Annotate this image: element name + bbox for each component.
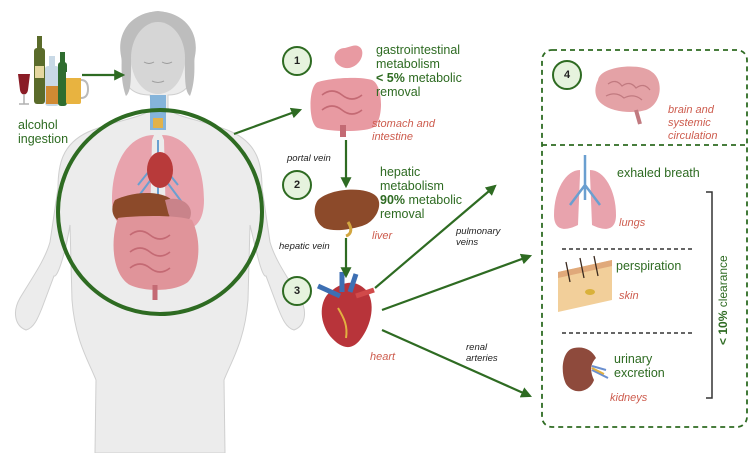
urinary-label-line2: excretion [614, 366, 665, 380]
step-4-badge: 4 [552, 60, 582, 90]
brain-icon [595, 66, 660, 125]
hepatic-vein-label: hepatic vein [279, 241, 330, 252]
brain-label-line1: brain and [668, 104, 714, 116]
step-1-percent: < 5% [376, 71, 405, 85]
lungs-icon [554, 155, 616, 229]
step-1-line2: metabolism [376, 57, 440, 71]
step-2-badge: 2 [282, 170, 312, 200]
alcohol-bottles-icon [18, 36, 90, 106]
step-2-removal: removal [380, 207, 425, 221]
brain-label-line3: circulation [668, 130, 718, 142]
heart-label: heart [370, 351, 396, 363]
clearance-percent: < 10% [716, 310, 730, 345]
urinary-label-line1: urinary [614, 352, 653, 366]
renal-arteries-label: renal arteries [466, 342, 498, 364]
lungs-label: lungs [619, 217, 646, 229]
clearance-text: clearance [716, 255, 730, 311]
skin-label: skin [619, 290, 639, 302]
step-2-percent: 90% [380, 193, 406, 207]
step-1-description: gastrointestinal metabolism < 5% metabol… [376, 43, 462, 99]
kidney-icon [562, 347, 609, 392]
liver-icon [314, 189, 380, 238]
step-1-line1: gastrointestinal [376, 43, 461, 57]
portal-vein-label: portal vein [287, 153, 331, 164]
perspiration-label: perspiration [616, 259, 682, 273]
pulmonary-label-line1: pulmonary [456, 226, 501, 237]
stomach-intestine-icon [310, 45, 381, 137]
heart-icon [316, 272, 375, 348]
stomach-label-line1: stomach and [372, 118, 435, 130]
step-2-line2: metabolism [380, 179, 444, 193]
renal-label-line1: renal [466, 342, 488, 353]
exhaled-breath-label: exhaled breath [617, 166, 700, 180]
step-2-metabolic: metabolic [405, 193, 463, 207]
pulmonary-label-line2: veins [456, 237, 479, 248]
step-1-badge: 1 [282, 46, 312, 76]
stomach-intestine-label: stomach and intestine [372, 118, 435, 144]
skin-icon [558, 255, 612, 312]
body-highlight-circle [56, 108, 264, 316]
step-1-metabolic: metabolic [404, 71, 462, 85]
step-3-badge: 3 [282, 276, 312, 306]
renal-label-line2: arteries [466, 353, 498, 364]
kidneys-label: kidneys [610, 392, 648, 404]
clearance-panel [541, 49, 748, 428]
clearance-bracket [706, 191, 713, 399]
pulmonary-veins-arrow [374, 184, 497, 289]
liver-label: liver [372, 230, 393, 242]
alcohol-label-line1: alcohol [18, 118, 58, 132]
alcohol-label: alcohol ingestion [18, 118, 68, 146]
step-2-description: hepatic metabolism 90% metabolic removal [380, 165, 462, 221]
step-2-line1: hepatic [380, 165, 421, 179]
stomach-label-line2: intestine [372, 131, 413, 143]
clearance-label: < 10% clearance [716, 255, 730, 345]
body-organs [112, 95, 204, 300]
pulmonary-veins-label: pulmonary veins [456, 226, 500, 248]
to-stomach-arrow [233, 107, 303, 136]
perspiration-arrow [381, 253, 533, 312]
brain-label-line2: systemic [668, 117, 711, 129]
urinary-excretion-label: urinary excretion [614, 352, 665, 380]
brain-label: brain and systemic circulation [668, 104, 718, 143]
renal-arteries-arrow [381, 328, 533, 398]
alcohol-label-line2: ingestion [18, 132, 69, 146]
step-1-removal: removal [376, 85, 421, 99]
